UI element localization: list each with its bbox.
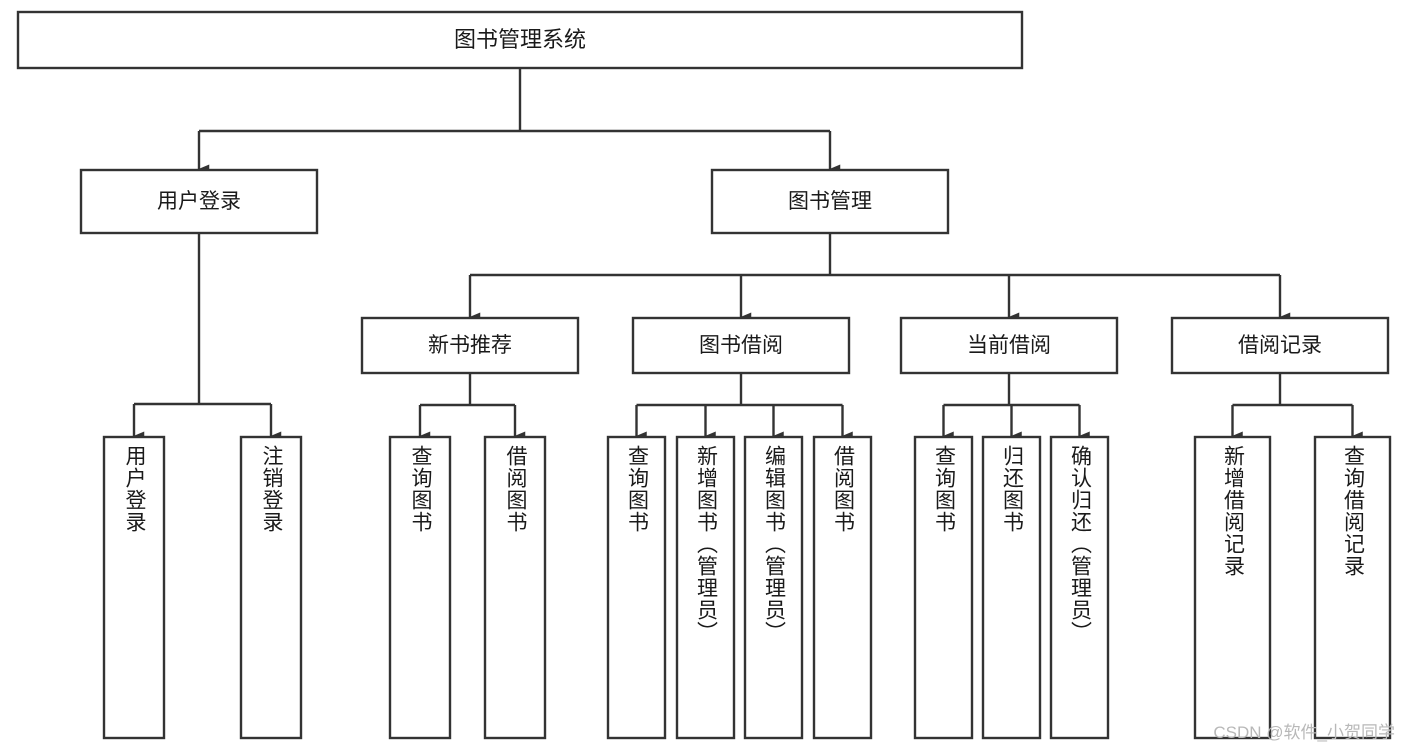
leaf-node-7-box[interactable] xyxy=(743,435,804,740)
leaf-node-3-box[interactable] xyxy=(388,435,452,740)
leaf-node-6-box[interactable] xyxy=(675,435,736,740)
leaf-node-1-box[interactable] xyxy=(102,435,166,740)
level2-node-3-box[interactable] xyxy=(899,316,1119,375)
leaf-node-5-box[interactable] xyxy=(606,435,667,740)
leaf-node-9-box[interactable] xyxy=(913,435,974,740)
level2-node-3-label: 当前借阅 xyxy=(967,334,1051,357)
leaf-node-13-box[interactable] xyxy=(1313,435,1392,740)
level2-node-4[interactable]: 借阅记录 xyxy=(1170,316,1390,375)
level2-node-1-label: 新书推荐 xyxy=(428,334,512,357)
leaf-node-8[interactable] xyxy=(812,435,873,740)
level2-node-1[interactable]: 新书推荐 xyxy=(360,316,580,375)
leaf-node-1[interactable] xyxy=(102,435,166,740)
leaf-node-13[interactable] xyxy=(1313,435,1392,740)
level2-node-4-box[interactable] xyxy=(1170,316,1390,375)
level2-node-4-label: 借阅记录 xyxy=(1238,334,1322,357)
leaf-node-10-box[interactable] xyxy=(981,435,1042,740)
leaf-node-8-box[interactable] xyxy=(812,435,873,740)
level1-node-1-box[interactable] xyxy=(79,168,319,235)
leaf-node-11-box[interactable] xyxy=(1049,435,1110,740)
root-node-book-management-system[interactable]: 图书管理系统 xyxy=(16,10,1024,70)
leaf-node-12[interactable] xyxy=(1193,435,1272,740)
leaf-node-9[interactable] xyxy=(913,435,974,740)
level1-node-2-label: 图书管理 xyxy=(788,190,872,213)
leaf-node-7[interactable] xyxy=(743,435,804,740)
level1-node-1-label: 用户登录 xyxy=(157,190,241,213)
leaf-node-6[interactable] xyxy=(675,435,736,740)
watermark: CSDN @软件_小贺同学 xyxy=(1213,723,1395,742)
level2-node-1-box[interactable] xyxy=(360,316,580,375)
level1-node-2-box[interactable] xyxy=(710,168,950,235)
leaf-node-5[interactable] xyxy=(606,435,667,740)
level1-node-1[interactable]: 用户登录 xyxy=(79,168,319,235)
level1-node-2[interactable]: 图书管理 xyxy=(710,168,950,235)
root-node-book-management-system-box[interactable] xyxy=(16,10,1024,70)
root-node-book-management-system-label: 图书管理系统 xyxy=(454,27,586,52)
leaf-node-10[interactable] xyxy=(981,435,1042,740)
leaf-node-11[interactable] xyxy=(1049,435,1110,740)
level2-node-2-box[interactable] xyxy=(631,316,851,375)
leaf-node-12-box[interactable] xyxy=(1193,435,1272,740)
connector-layer xyxy=(132,68,1363,441)
leaf-node-2-box[interactable] xyxy=(239,435,303,740)
leaf-node-4-box[interactable] xyxy=(483,435,547,740)
level2-node-2-label: 图书借阅 xyxy=(699,334,783,357)
leaf-node-3[interactable] xyxy=(388,435,452,740)
level2-node-2[interactable]: 图书借阅 xyxy=(631,316,851,375)
level2-node-3[interactable]: 当前借阅 xyxy=(899,316,1119,375)
leaf-node-2[interactable] xyxy=(239,435,303,740)
leaf-node-4[interactable] xyxy=(483,435,547,740)
